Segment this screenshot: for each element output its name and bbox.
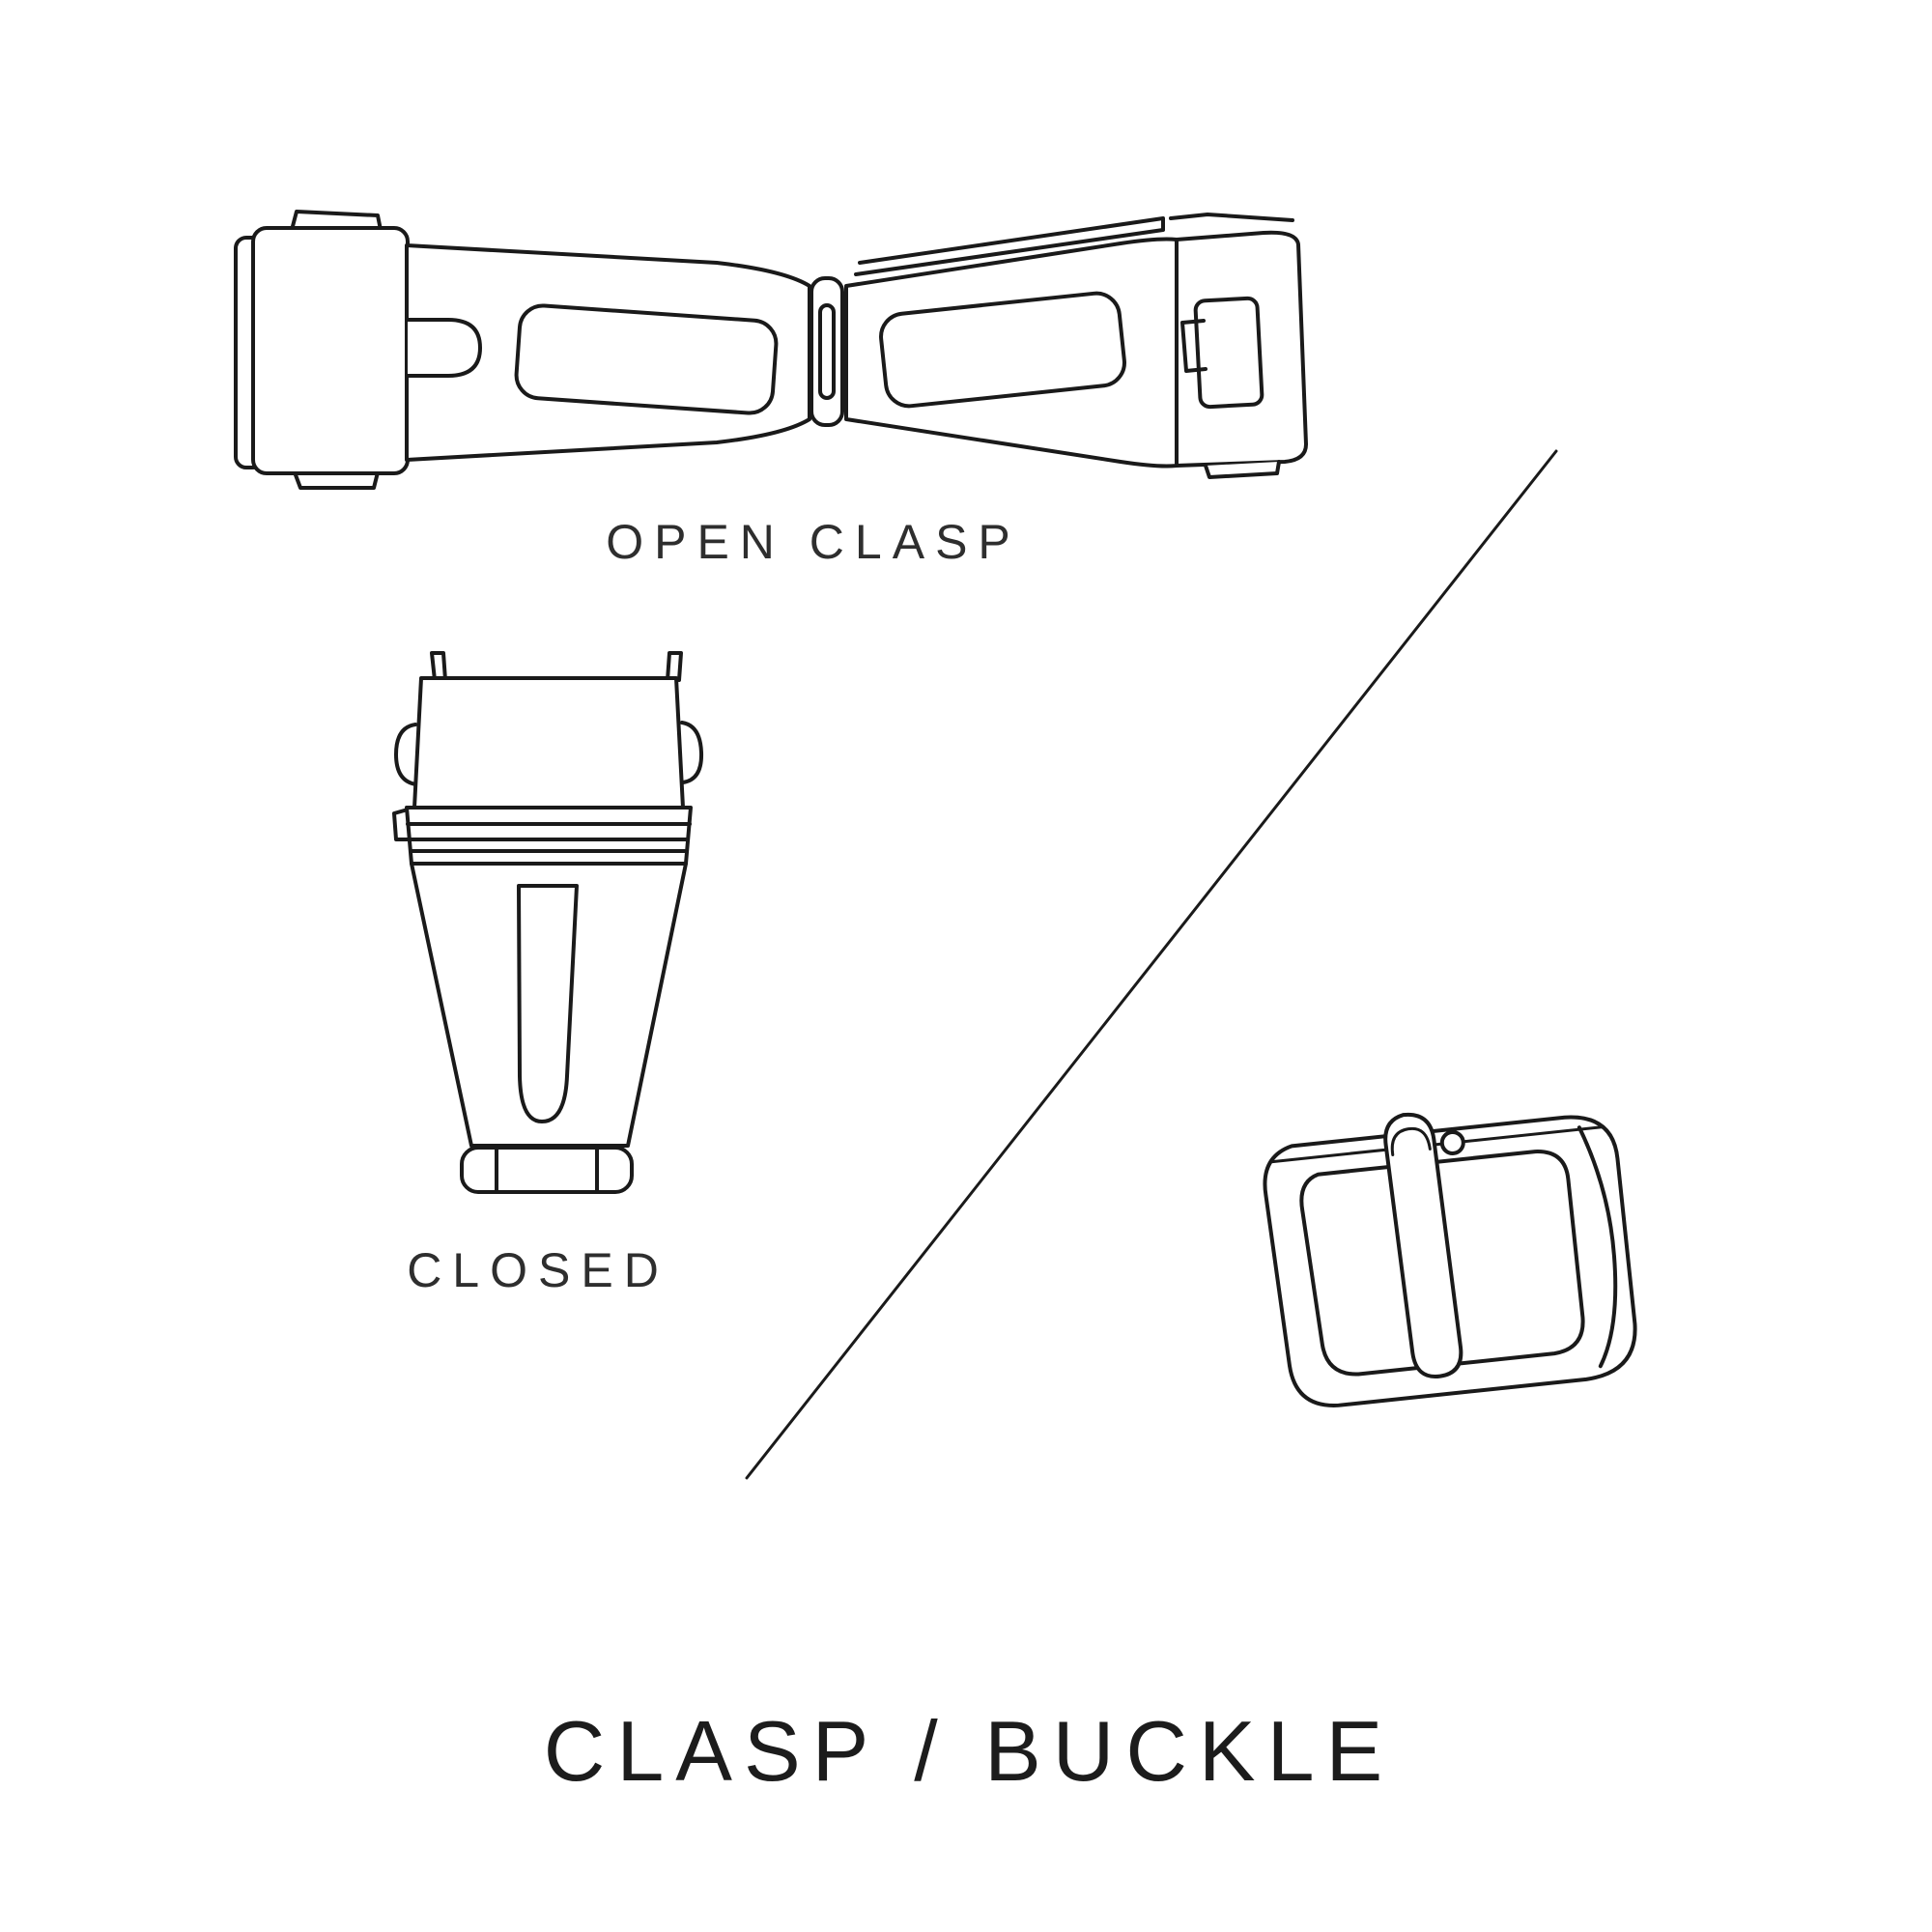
closed-clasp-left-ear	[394, 723, 418, 786]
open-clasp-illustration	[234, 210, 1308, 490]
closed-clasp-right-ear	[680, 721, 704, 784]
buckle-right-band-line	[1577, 1125, 1618, 1369]
closed-clasp-end-bar-ticks	[495, 1148, 599, 1192]
open-clasp-hinge-pin	[818, 303, 836, 400]
buckle-tang-loop	[1390, 1126, 1432, 1157]
open-clasp-right-link-panel	[879, 291, 1126, 409]
open-clasp-right-bottom-tab	[1204, 460, 1281, 479]
buckle-illustration	[1263, 1112, 1637, 1407]
diagonal-divider-line	[745, 449, 1558, 1480]
open-clasp-left-link-panel	[514, 303, 779, 415]
closed-clasp-right-prong	[666, 651, 683, 682]
buckle-pin-coil	[1439, 1129, 1465, 1155]
closed-clasp-illustration	[392, 651, 704, 1194]
closed-clasp-left-prong	[430, 651, 447, 682]
closed-clasp-band-lines	[406, 822, 692, 853]
open-clasp-left-notch	[406, 318, 482, 378]
buckle-tang	[1383, 1112, 1463, 1379]
diagram-title: CLASP / BUCKLE	[543, 1703, 1395, 1799]
open-clasp-right-cover-top-edge	[1169, 213, 1294, 222]
open-clasp-left-top-tab	[290, 210, 383, 232]
closed-clasp-caption: CLOSED	[407, 1243, 669, 1297]
closed-clasp-slot	[517, 884, 579, 1123]
closed-clasp-cover	[412, 676, 685, 810]
open-clasp-right-cutout	[1193, 296, 1264, 410]
open-clasp-left-cover	[251, 226, 410, 475]
open-clasp-left-bottom-tab	[293, 470, 380, 490]
open-clasp-right-blade-top	[854, 216, 1165, 276]
open-clasp-right-hook	[1180, 319, 1208, 373]
open-clasp-caption: OPEN CLASP	[606, 515, 1021, 569]
closed-clasp-band	[405, 806, 693, 866]
closed-clasp-end-bar	[460, 1146, 634, 1194]
